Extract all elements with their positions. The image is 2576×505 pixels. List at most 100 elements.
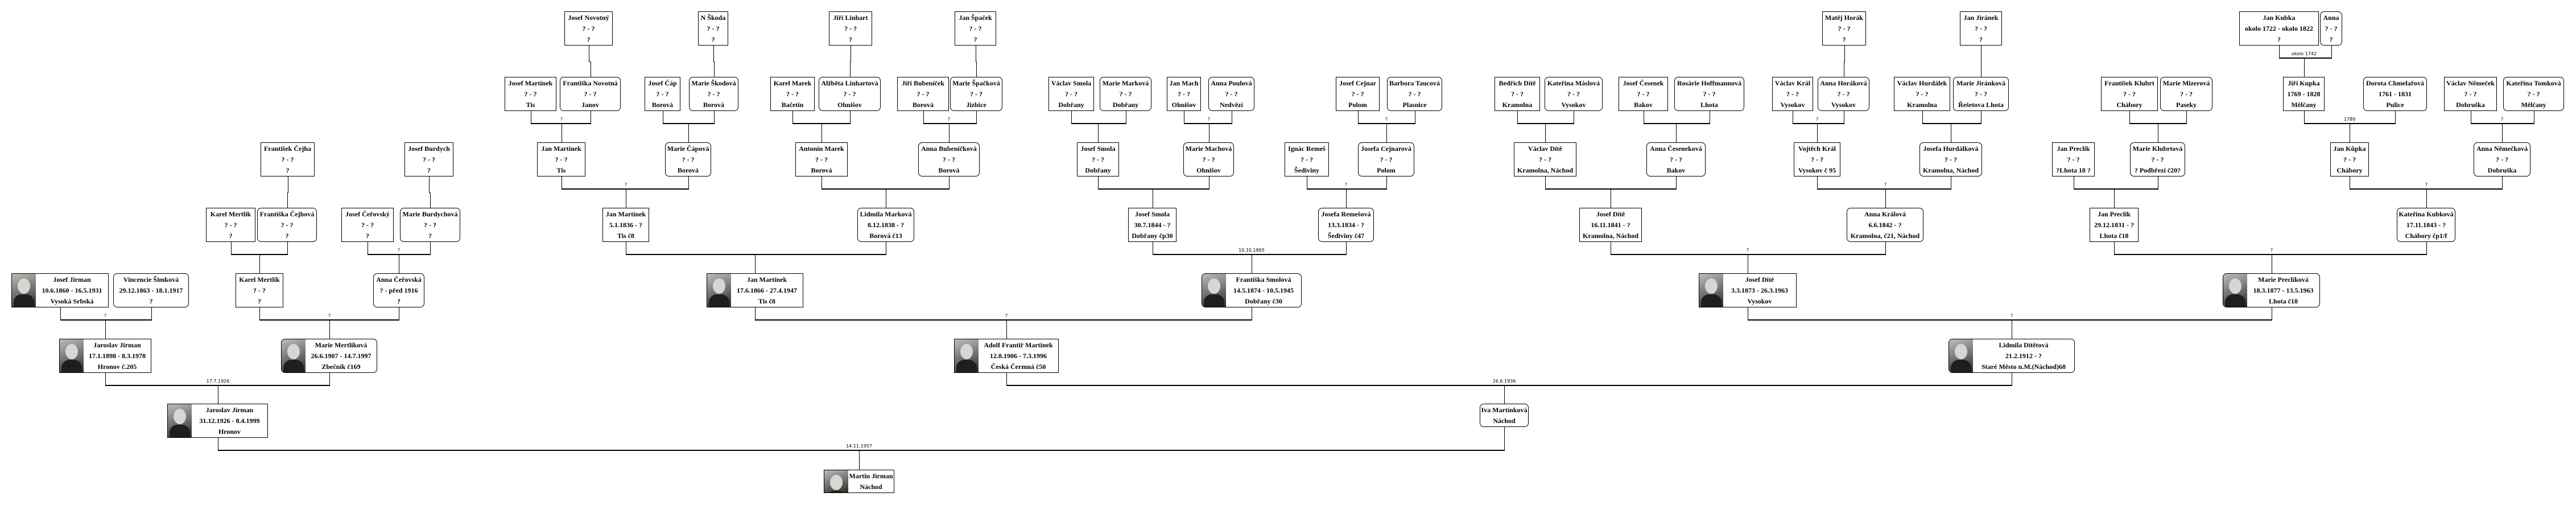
person-box[interactable]: Josef Čeřovský? - ?? [341,208,394,242]
connector-bar [1307,188,1387,190]
person-box[interactable]: Matěj Horák? - ?? [1822,11,1866,46]
person-box[interactable]: Marie Klubrtová? - ?? Podbřezí č20? [2130,142,2185,176]
person-dates: ? - ? [1511,89,1524,98]
person-box[interactable]: Marie Jiránková? - ?Řešetova Lhota [1953,77,2009,111]
person-box[interactable]: Jiří Bubeníček? - ?Borová [897,77,949,111]
person-box[interactable]: Bedřich Dítě? - ?Kramolna [1495,77,1540,111]
person-box[interactable]: Barbora Taucová? - ?Plasnice [1387,77,1442,111]
person-box[interactable]: Václav Smola? - ?Dobřany [1048,77,1094,111]
person-box[interactable]: Františka Čejhová? - ?? [257,208,317,242]
person-details: Marie Špačková? - ?Jizbice [951,77,1002,110]
person-name: Kateřina Tomková [2506,79,2561,87]
person-box[interactable]: Ignác Remeš? - ?Šediviny [1285,142,1329,176]
person-name: Adolf Frantiř Martinek [984,340,1053,349]
person-box[interactable]: Václav Král? - ?Vysokov [1772,77,1813,111]
person-box[interactable]: Vojtěch Král? - ?Vysokov č 95 [1794,142,1840,176]
person-box[interactable]: Rosárie Hoffmannová? - ?Lhota [1674,77,1744,111]
person-place: Vysokov [1561,100,1586,109]
person-box[interactable]: Františka Novotná? - ?Janov [560,77,621,111]
person-dates: ? - ? [1539,155,1551,163]
person-name: Matěj Horák [1825,13,1863,22]
person-box[interactable]: Marie Čápová? - ?Borová [665,142,711,176]
person-box[interactable]: Marie Burdychová? - ?? [400,208,460,242]
person-box[interactable]: František Klubrt? - ?Chábory [2101,77,2158,111]
person-box[interactable]: N Škoda? - ?? [698,11,728,46]
person-box[interactable]: Anna Česeneková? - ?Bakov [1646,142,1706,176]
person-box[interactable]: Karel Mertlík? - ?? [236,273,283,307]
person-box[interactable]: Václav Hurdálek? - ?Kramolna [1894,77,1950,111]
person-place: Chábory [2336,166,2363,174]
person-box[interactable]: Karel Marek? - ?Bačetín [770,77,815,111]
person-photo [1699,274,1723,307]
person-box[interactable]: Jiří Linhart? - ?? [829,11,872,46]
person-box[interactable]: Kateřina Máslová? - ?Vysokov [1545,77,1603,111]
person-box[interactable]: Jan Preclík? - ??Lhota 18 ? [2052,142,2095,176]
person-name: Františka Novotná [563,79,618,87]
connector-vertical [859,450,860,470]
person-box[interactable]: Jan Mach? - ?Ohnišov [1167,77,1201,111]
person-box[interactable]: Marie Mizerová? - ?Paseky [2160,77,2212,111]
connector-bar [1922,123,1981,124]
person-box[interactable]: Josefa Hurdálková? - ?Kramolna, Náchod [1919,142,1982,176]
person-box[interactable]: Anna Bubeníčková? - ?Borová [918,142,980,176]
person-box[interactable]: Marie Škodová? - ?Borová [689,77,738,111]
person-box[interactable]: Anna? - ?? [2320,11,2342,46]
person-box[interactable]: Jan Kůpka? - ?Chábory [2330,142,2369,176]
person-box[interactable]: Josef Novotný? - ?? [564,11,613,46]
person-box[interactable]: Josef Burdych? - ?? [404,142,453,176]
person-details: Marie Klubrtová? - ?? Podbřezí č20? [2131,143,2185,176]
connector-bar [1517,123,1574,124]
person-details: Jan Mach? - ?Ohnišov [1167,77,1200,110]
person-box[interactable]: František Čejha? - ?? [261,142,315,176]
person-box[interactable]: Alžběta Linhartová? - ?Ohnišov [819,77,881,111]
person-box[interactable]: Anna Poulová? - ?Nedvězí [1208,77,1254,111]
person-box[interactable]: Josef Česenek? - ?Bakov [1619,77,1668,111]
person-box[interactable]: Jan Martínek? - ?Tis [537,142,585,176]
person-box[interactable]: Jan Jiránek? - ?? [1960,11,2002,46]
person-box[interactable]: Václav Němeček? - ?Dobruška [2444,77,2497,111]
person-box[interactable]: Jan Špaček? - ?? [955,11,996,46]
person-name: Václav Němeček [2446,79,2495,87]
person-box[interactable]: Josef Čáp? - ?Borová [645,77,680,111]
person-box[interactable]: Kateřina Tomková? - ?Mělčany [2503,77,2564,111]
person-place: Vysokov [1780,100,1805,109]
person-box[interactable]: Karel Mertlík? - ?? [206,208,255,242]
person-box[interactable]: Marie Marková? - ?Dobřany [1100,77,1151,111]
person-box[interactable]: Josefa Cejnarová? - ?Polom [1358,142,1414,176]
person-box[interactable]: Anna Horáková? - ?Vysokov [1818,77,1869,111]
person-box[interactable]: Josef Smola? - ?Dobřany [1077,142,1119,176]
person-box[interactable]: Antonín Marek? - ?Borová [795,142,848,176]
person-box[interactable]: Anna Čeřovská? - před 1916? [373,273,424,307]
person-box[interactable]: Anna Němečková? - ?Dobruška [2474,142,2530,176]
person-box[interactable]: Marie Špačková? - ?Jizbice [950,77,1002,111]
person-place: Dobřany [1058,100,1084,109]
person-box[interactable]: Václav Dítě? - ?Kramolna, Náchod [1514,142,1576,176]
person-box[interactable]: Marie Machová? - ?Ohnišov [1183,142,1234,176]
person-box[interactable]: Josef Cejnar? - ?Polom [1336,77,1380,111]
person-box[interactable]: Josef Martínek? - ?Tis [505,77,556,111]
